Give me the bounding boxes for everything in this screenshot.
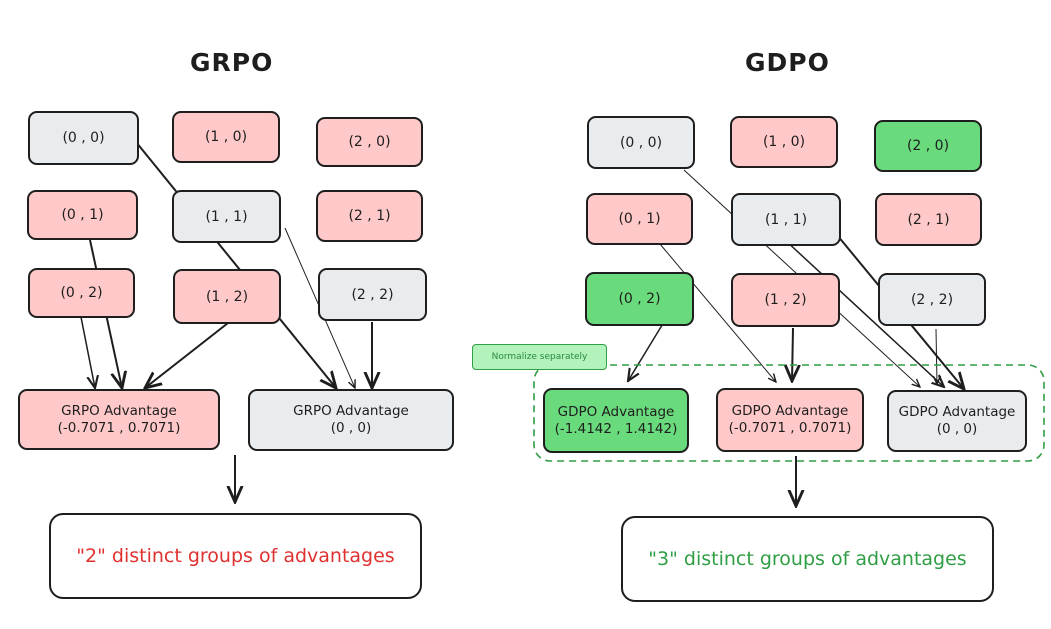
grpo-advantage-right: GRPO Advantage (0 , 0): [248, 389, 454, 451]
grpo-cell-0-2: (0 , 2): [28, 268, 135, 318]
grpo-advantage-left-value: (-0.7071 , 0.7071): [57, 419, 181, 436]
grpo-cell-0-1: (0 , 1): [27, 190, 138, 240]
arrow-gdpo-01-to-mid: [659, 243, 776, 382]
grpo-result-text: "2" distinct groups of advantages: [76, 545, 395, 567]
arrow-gdpo-22-to-right: [936, 328, 937, 384]
grpo-cell-1-1: (1 , 1): [172, 190, 281, 243]
arrow-grpo-02-to-left: [79, 311, 95, 388]
arrow-gdpo-12-to-mid: [792, 327, 793, 381]
gdpo-cell-0-1: (0 , 1): [586, 193, 693, 245]
grpo-advantage-right-value: (0 , 0): [330, 420, 372, 436]
grpo-cell-2-1: (2 , 1): [316, 190, 423, 242]
gdpo-result-box: "3" distinct groups of advantages: [621, 516, 994, 602]
arrow-grpo-00-to-right: [135, 141, 336, 388]
gdpo-advantage-mid: GDPO Advantage (-0.7071 , 0.7071): [716, 388, 864, 452]
gdpo-advantage-mid-title: GDPO Advantage: [731, 403, 849, 419]
grpo-cell-2-0: (2 , 0): [316, 117, 423, 167]
gdpo-advantage-mid-value: (-0.7071 , 0.7071): [728, 420, 852, 436]
gdpo-advantage-right: GDPO Advantage (0 , 0): [887, 390, 1027, 452]
gdpo-cell-1-1: (1 , 1): [731, 193, 841, 246]
arrow-gdpo-02-to-left: [628, 316, 668, 381]
gdpo-cell-1-2: (1 , 2): [731, 273, 840, 327]
grpo-advantage-left: GRPO Advantage (-0.7071 , 0.7071): [18, 389, 220, 450]
gdpo-title: GDPO: [745, 48, 830, 77]
grpo-cell-1-2: (1 , 2): [173, 269, 281, 324]
gdpo-advantage-right-value: (0 , 0): [936, 421, 978, 437]
arrow-gdpo-11-to-right-a: [784, 239, 944, 387]
arrow-grpo-12-to-left: [145, 322, 229, 388]
normalize-group-outline: [533, 364, 1045, 462]
gdpo-advantage-right-title: GDPO Advantage: [898, 404, 1016, 420]
gdpo-advantage-left: GDPO Advantage (-1.4142 , 1.4142): [543, 388, 689, 453]
gdpo-advantage-left-value: (-1.4142 , 1.4142): [554, 420, 678, 437]
grpo-advantage-right-title: GRPO Advantage: [293, 403, 409, 419]
gdpo-advantage-left-title: GDPO Advantage: [557, 403, 675, 420]
gdpo-cell-1-0: (1 , 0): [730, 116, 838, 168]
grpo-cell-0-0: (0 , 0): [28, 111, 139, 165]
grpo-result-box: "2" distinct groups of advantages: [49, 513, 422, 599]
grpo-cell-1-0: (1 , 0): [172, 111, 280, 163]
normalize-separately-label: Normalize separately: [472, 344, 607, 370]
gdpo-cell-2-2: (2 , 2): [878, 273, 986, 326]
gdpo-cell-0-2: (0 , 2): [585, 272, 694, 326]
grpo-advantage-left-title: GRPO Advantage: [61, 402, 177, 419]
grpo-cell-2-2: (2 , 2): [318, 268, 427, 321]
grpo-title: GRPO: [190, 48, 274, 77]
gdpo-cell-2-0: (2 , 0): [874, 120, 982, 172]
gdpo-result-text: "3" distinct groups of advantages: [648, 548, 967, 570]
gdpo-cell-0-0: (0 , 0): [587, 116, 695, 169]
gdpo-cell-2-1: (2 , 1): [875, 193, 982, 246]
